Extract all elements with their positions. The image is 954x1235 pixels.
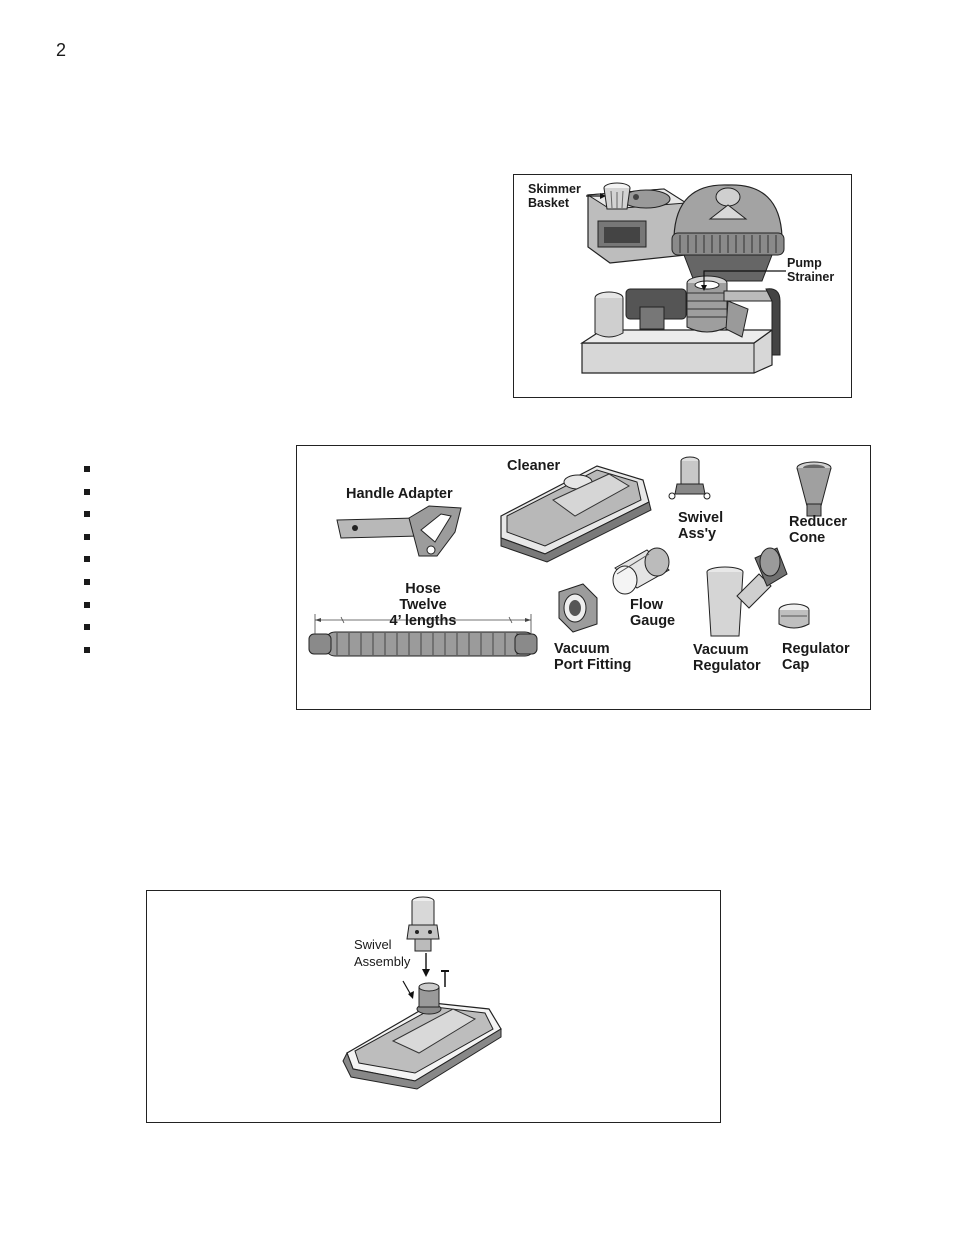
cleaner-label: Cleaner xyxy=(507,458,561,474)
cleaner-drawing xyxy=(500,465,652,563)
flow-gauge-drawing xyxy=(612,547,670,595)
bullet-marker xyxy=(84,466,90,472)
bullet-marker xyxy=(84,533,90,540)
bullet-marker xyxy=(84,511,90,518)
hose-drawing xyxy=(308,614,538,657)
handle-adapter-label: Handle Adapter xyxy=(346,486,453,502)
bullet-marker xyxy=(84,624,90,631)
assembly-illustration xyxy=(342,896,502,1090)
bullet-marker xyxy=(84,578,90,585)
parts-illustration xyxy=(308,456,832,657)
bullet-marker xyxy=(84,488,90,495)
bullet-list xyxy=(84,466,90,669)
bullet-marker xyxy=(84,556,90,563)
bullet-marker xyxy=(84,601,90,608)
handle-adapter-drawing xyxy=(336,505,462,557)
page-number: 2 xyxy=(56,40,67,60)
vacuum-regulator-drawing xyxy=(706,547,788,637)
equipment-illustration xyxy=(579,182,786,374)
reducer-cone-drawing xyxy=(796,461,832,517)
regulator-cap-drawing xyxy=(778,603,810,629)
swivel-drawing xyxy=(668,456,711,500)
bullet-marker xyxy=(84,646,90,653)
vacuum-port-fitting-drawing xyxy=(558,583,598,633)
